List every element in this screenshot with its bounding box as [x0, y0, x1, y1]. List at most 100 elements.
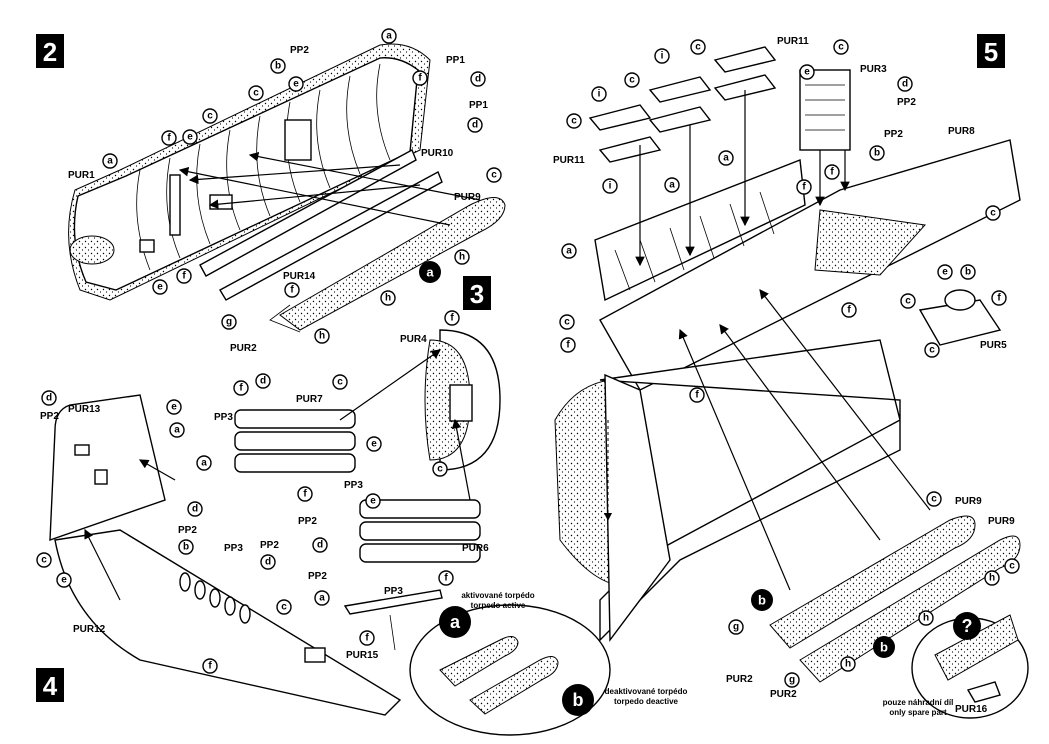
marker-e-5: e [370, 496, 376, 507]
detail-active-deactive-bubble [409, 604, 611, 736]
marker-a-6: a [669, 180, 675, 191]
marker-a-1: a [107, 156, 113, 167]
marker-f-6: f [239, 383, 243, 394]
label-pur13: PUR13 [68, 404, 101, 415]
marker-b-4: b [965, 267, 971, 278]
label-pur10: PUR10 [421, 148, 454, 159]
step-5-bow-assembly [554, 46, 1021, 683]
marker-a-3: a [201, 458, 207, 469]
label-pp2-step3-a: PP2 [260, 540, 279, 551]
note-active-cz: aktivované torpédo [461, 591, 534, 600]
marker-c-15: c [929, 345, 935, 356]
marker-c-11: c [838, 42, 844, 53]
marker-c-14: c [905, 296, 911, 307]
marker-f-14: f [847, 305, 851, 316]
label-pp2-step5-a: PP2 [897, 97, 916, 108]
marker-c-10: c [571, 116, 577, 127]
marker-d-6: d [46, 393, 52, 404]
marker-h-3: h [319, 331, 325, 342]
label-pp1-b: PP1 [469, 100, 488, 111]
label-pp3-c: PP3 [344, 480, 363, 491]
callout-a-bubble: a [439, 606, 471, 638]
marker-g-1: g [226, 317, 232, 328]
marker-h-1: h [459, 252, 465, 263]
label-pur11-left: PUR11 [553, 155, 585, 166]
marker-f-13: f [566, 340, 570, 351]
step-2-hull-assembly [68, 43, 506, 333]
step-4-badge: 4 [36, 668, 64, 702]
label-pur9-step5-b: PUR9 [988, 516, 1015, 527]
label-pur2-step2: PUR2 [230, 343, 257, 354]
note-active-en: torpedo active [471, 601, 526, 610]
marker-h-5: h [923, 613, 929, 624]
marker-c-6: c [41, 555, 47, 566]
label-pur8: PUR8 [948, 126, 975, 137]
marker-c-5: c [437, 464, 443, 475]
marker-e-8: e [804, 67, 810, 78]
marker-d-3: d [260, 376, 266, 387]
note-deactive-en: torpedo deactive [614, 697, 679, 706]
marker-d-1: d [475, 74, 481, 85]
marker-c-4: c [337, 377, 343, 388]
marker-e-9: e [942, 267, 948, 278]
marker-d-8: d [902, 79, 908, 90]
callout-b-bubble-label: b [573, 690, 584, 710]
marker-i-3: i [609, 181, 612, 192]
label-pur9-step5-a: PUR9 [955, 496, 982, 507]
step-2-number: 2 [43, 37, 57, 67]
marker-i-1: i [661, 51, 664, 62]
marker-c-8: c [695, 42, 701, 53]
marker-f-16: f [997, 293, 1001, 304]
marker-f-4: f [290, 285, 294, 296]
marker-g-3: g [789, 675, 795, 686]
callout-b-bubble: b [562, 684, 594, 716]
marker-c-16: c [931, 494, 937, 505]
label-pp2-step4-b: PP2 [178, 525, 197, 536]
label-pp2-step4: PP2 [40, 411, 59, 422]
label-pur1: PUR1 [68, 170, 95, 181]
callout-question-label: ? [962, 616, 973, 636]
step-5-number: 5 [984, 37, 998, 67]
marker-c-12: c [990, 208, 996, 219]
marker-c-7: c [281, 602, 287, 613]
step-3-badge: 3 [463, 276, 491, 310]
callout-a-step2: a [419, 261, 441, 283]
marker-d-2: d [472, 120, 478, 131]
marker-e-6: e [171, 402, 177, 413]
marker-e-1: e [293, 79, 299, 90]
marker-h-6: h [845, 659, 851, 670]
marker-f-10: f [208, 661, 212, 672]
label-pp2-step3-b: PP2 [298, 516, 317, 527]
marker-a-5: a [174, 425, 180, 436]
marker-g-2: g [733, 622, 739, 633]
marker-c-17: c [1009, 561, 1015, 572]
marker-c-2: c [207, 111, 213, 122]
label-pp2-step3-c: PP2 [308, 571, 327, 582]
step-4-number: 4 [43, 671, 58, 701]
marker-c-13: c [564, 317, 570, 328]
label-pur15: PUR15 [346, 650, 379, 661]
label-pp3-a: PP3 [214, 412, 233, 423]
callout-a-bubble-label: a [450, 612, 461, 632]
label-pur5: PUR5 [980, 340, 1007, 351]
callout-b-step5-lower: b [873, 636, 895, 658]
marker-f-11: f [802, 182, 806, 193]
callout-b-lower-label: b [880, 640, 888, 655]
marker-h-4: h [989, 573, 995, 584]
label-pur3: PUR3 [860, 64, 887, 75]
step-3-number: 3 [470, 279, 484, 309]
marker-i-2: i [598, 89, 601, 100]
callout-a-step2-label: a [426, 265, 434, 280]
marker-d-4: d [265, 557, 271, 568]
marker-b-2: b [183, 542, 189, 553]
label-pp3-d: PP3 [384, 586, 403, 597]
callout-b-upper-label: b [758, 593, 766, 608]
marker-f-7: f [303, 489, 307, 500]
label-pur7: PUR7 [296, 394, 323, 405]
letter-markers: a a b c c c d d e e e f f f f g h h h f … [36, 28, 1020, 688]
marker-d-7: d [192, 504, 198, 515]
label-pp2-step5-b: PP2 [884, 129, 903, 140]
marker-f-9: f [365, 633, 369, 644]
label-pur12: PUR12 [73, 624, 106, 635]
